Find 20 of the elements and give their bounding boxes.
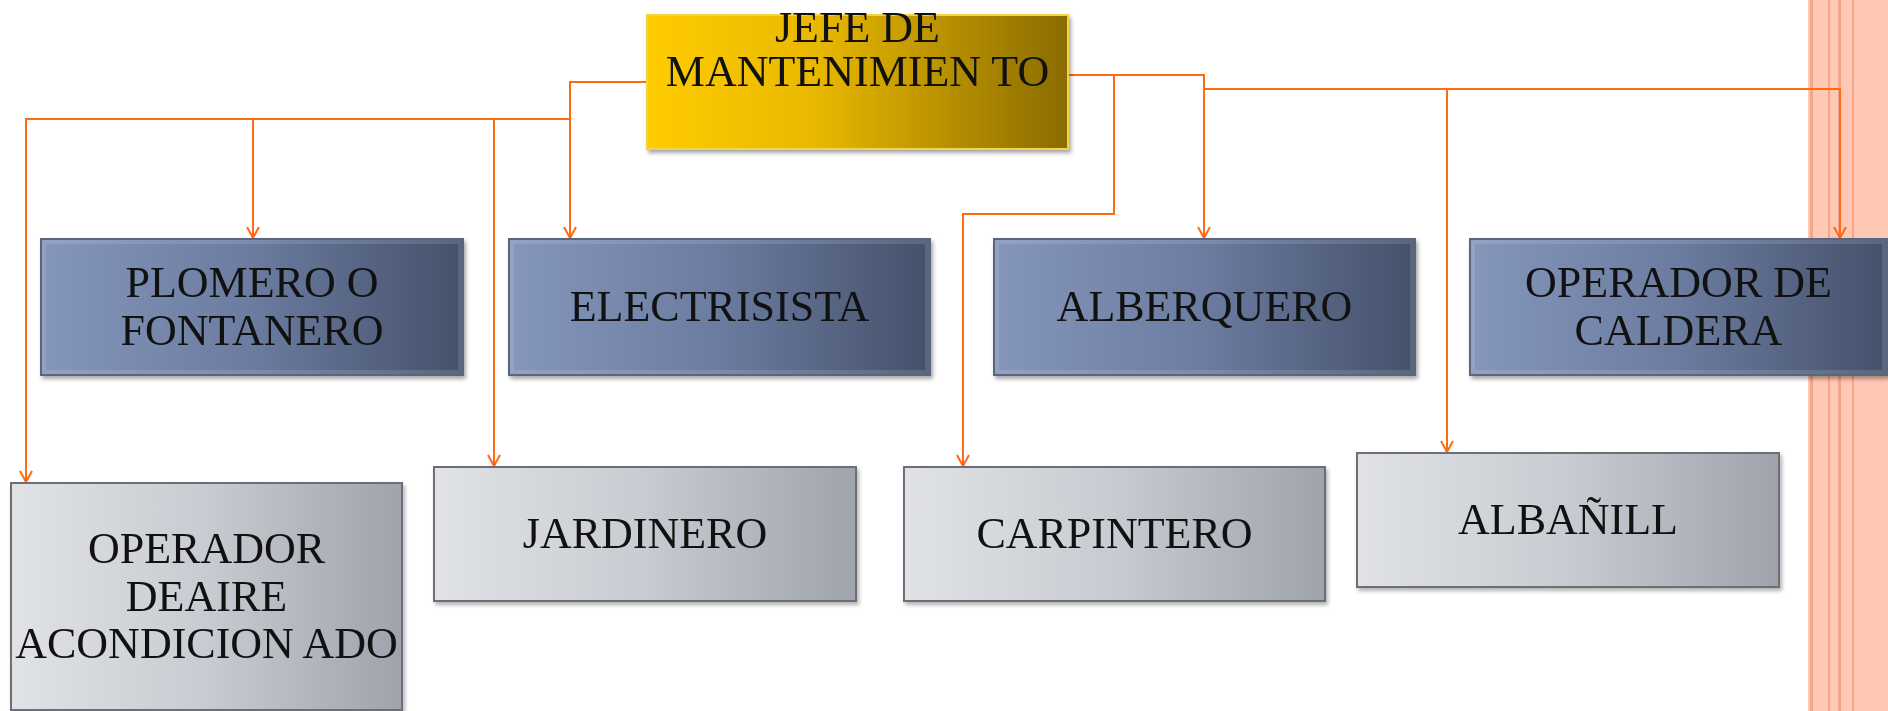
role-box xyxy=(1356,452,1780,588)
role-box xyxy=(508,238,931,376)
manager-box xyxy=(646,14,1069,150)
role-box xyxy=(10,482,403,711)
role-box xyxy=(903,466,1326,602)
role-title: ALBAÑILL xyxy=(1458,496,1678,544)
role-title: CARPINTERO xyxy=(976,510,1253,558)
connector-arrow xyxy=(563,81,647,239)
role-box xyxy=(433,466,857,602)
role-title: OPERADOR DE CALDERA xyxy=(1524,259,1833,355)
role-box xyxy=(1469,238,1888,376)
role-title: OPERADOR DEAIRE ACONDICION ADO xyxy=(14,525,399,668)
role-title: PLOMERO O FONTANERO xyxy=(119,259,385,355)
role-box xyxy=(40,238,464,376)
role-box xyxy=(993,238,1416,376)
role-title: ALBERQUERO xyxy=(1056,283,1353,331)
role-title: JEFE DE MANTENIMIEN TO xyxy=(664,6,1051,94)
connector-arrow xyxy=(956,74,1115,467)
role-title: JARDINERO xyxy=(522,510,768,558)
role-title: ELECTRISISTA xyxy=(569,283,870,331)
